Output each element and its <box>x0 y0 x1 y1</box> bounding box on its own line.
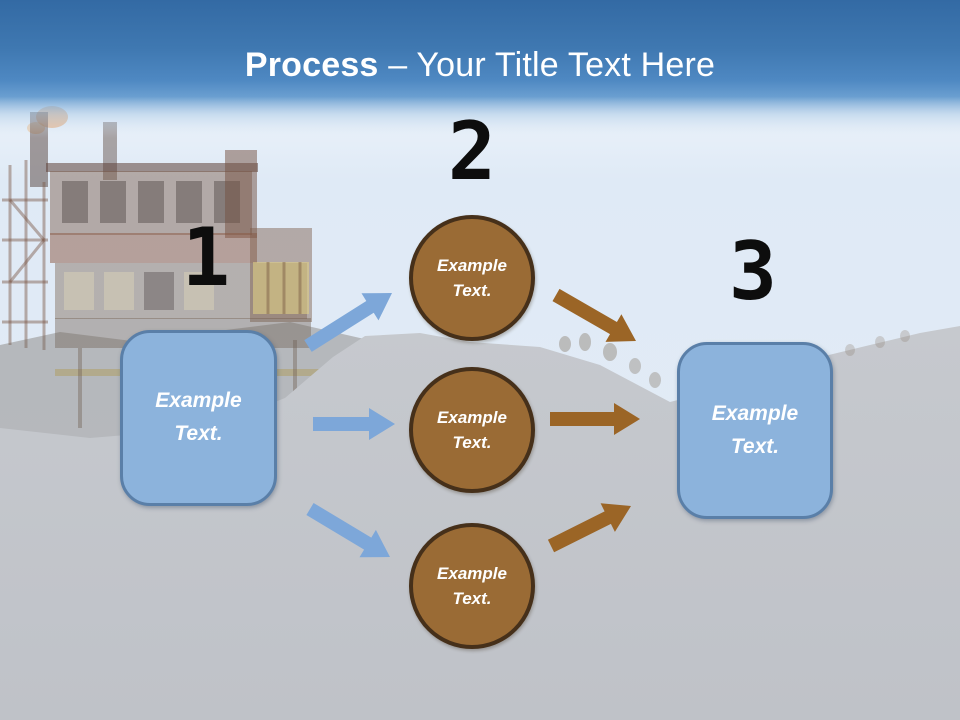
process-circle-bottom-label: Example Text. <box>437 563 507 609</box>
process-box-step1-label: Example Text. <box>155 389 242 445</box>
slide-title: Process – Your Title Text Here <box>0 46 960 85</box>
process-box-step3[interactable]: Example Text. <box>677 342 833 519</box>
process-box-step3-label: Example Text. <box>711 401 799 458</box>
step-number-3: 3 <box>728 225 778 318</box>
process-circle-bottom[interactable]: Example Text. <box>409 523 535 649</box>
process-circle-top[interactable]: Example Text. <box>409 215 535 341</box>
title-emphasis: Process <box>244 46 379 84</box>
process-circle-middle-label: Example Text. <box>437 407 507 453</box>
step-number-1: 1 <box>181 211 231 304</box>
process-circle-middle[interactable]: Example Text. <box>409 367 535 493</box>
step-number-2: 2 <box>447 105 497 198</box>
process-box-step1[interactable]: Example Text. <box>120 330 277 506</box>
process-circle-top-label: Example Text. <box>437 255 507 301</box>
title-band <box>0 0 960 138</box>
title-text: – Your Title Text Here <box>388 46 716 84</box>
ridge-scrub <box>559 330 910 388</box>
